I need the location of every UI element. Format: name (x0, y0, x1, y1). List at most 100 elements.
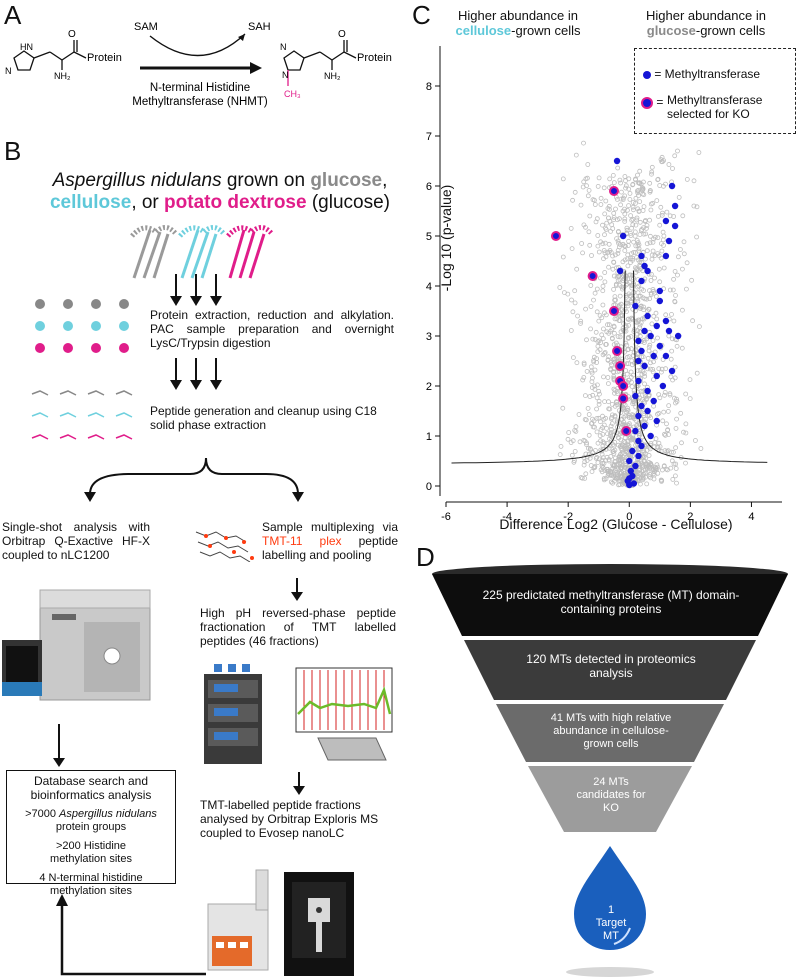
background-point (602, 279, 608, 285)
background-point (572, 288, 578, 294)
evosep-nanolc-icon (207, 869, 269, 971)
background-point (596, 388, 602, 394)
mt-point (638, 402, 645, 410)
background-point (652, 275, 657, 281)
background-point (612, 294, 618, 300)
hplc-stack-icon (204, 664, 262, 764)
background-point (637, 181, 643, 187)
background-point (655, 213, 661, 219)
mt-selection-funnel (432, 564, 788, 977)
background-point (619, 416, 625, 422)
background-point (591, 359, 597, 365)
background-point (607, 176, 613, 182)
background-point (626, 421, 632, 427)
mt-point (638, 347, 645, 355)
mt-point (668, 182, 676, 190)
ko-point (609, 306, 619, 316)
background-point (627, 190, 633, 196)
background-point (629, 315, 634, 321)
background-point (593, 219, 599, 225)
background-point (655, 335, 660, 341)
background-point (663, 181, 668, 187)
background-point (587, 394, 593, 399)
background-point (621, 407, 627, 413)
background-point (637, 232, 643, 238)
background-point (615, 165, 621, 171)
background-point (647, 180, 653, 186)
fractionation-illustration (204, 664, 393, 764)
x-tick-label: -4 (502, 511, 512, 523)
background-point (643, 225, 649, 231)
background-point (636, 248, 642, 254)
background-point (635, 284, 640, 290)
background-point (681, 251, 687, 257)
mt-point (656, 287, 664, 295)
funnel-tier2-text: 120 MTs detected in proteomics analysis (526, 652, 696, 680)
background-point (643, 474, 648, 480)
nh2-label-right: NH₂ (324, 71, 341, 81)
background-point (632, 200, 638, 206)
panel-c-letter: C (412, 0, 431, 30)
background-point (603, 312, 609, 318)
background-point (574, 266, 580, 272)
background-point (650, 338, 656, 344)
background-point (588, 326, 594, 332)
background-point (594, 395, 600, 401)
tmt-labelling-illustration (195, 531, 254, 562)
background-point (626, 412, 632, 418)
nh2-label-left: NH₂ (54, 71, 71, 81)
mt-point (662, 352, 670, 360)
background-point (611, 210, 617, 216)
background-point (614, 316, 620, 322)
mt-point (650, 352, 657, 360)
single-shot-analysis: Single-shot analysis with Orbitrap Q-Exa… (2, 520, 150, 562)
background-point (611, 478, 617, 484)
background-point (617, 334, 623, 340)
background-point (595, 460, 601, 466)
background-point (617, 242, 623, 248)
background-point (630, 200, 636, 205)
background-point (679, 345, 685, 351)
background-point (592, 424, 597, 430)
background-point (629, 384, 635, 390)
ko-point (618, 393, 629, 404)
background-point (618, 180, 624, 186)
background-point (578, 202, 584, 208)
background-point (602, 351, 607, 356)
mt-point (668, 367, 676, 375)
background-point (602, 211, 608, 217)
mt-point (653, 322, 660, 330)
background-point (584, 368, 590, 374)
background-point (628, 213, 634, 219)
glucose-word: glucose (310, 170, 383, 191)
background-point (641, 204, 647, 210)
background-point (586, 412, 592, 417)
background-point (577, 439, 583, 445)
background-point (570, 355, 576, 361)
background-point (594, 382, 600, 388)
background-point (671, 318, 677, 324)
background-point (623, 279, 629, 285)
background-point (600, 336, 606, 342)
background-point (641, 304, 647, 310)
background-point (638, 388, 644, 394)
background-point (608, 479, 614, 485)
mt-point (641, 422, 648, 430)
background-point (608, 359, 614, 365)
background-point (624, 354, 630, 360)
background-point (644, 248, 650, 254)
drop-line3: MT (603, 930, 619, 942)
ko-point (615, 361, 626, 371)
background-point (674, 399, 680, 404)
background-point (582, 475, 588, 481)
background-point (642, 451, 648, 456)
sam-sah-curve-arrow (149, 33, 246, 57)
background-point (596, 249, 602, 255)
background-point (641, 288, 646, 293)
drop-line2: Target (595, 917, 627, 929)
background-point (646, 453, 652, 458)
background-point (611, 471, 617, 477)
sam-label: SAM (134, 21, 158, 33)
background-point (691, 178, 697, 184)
background-point (593, 329, 599, 335)
